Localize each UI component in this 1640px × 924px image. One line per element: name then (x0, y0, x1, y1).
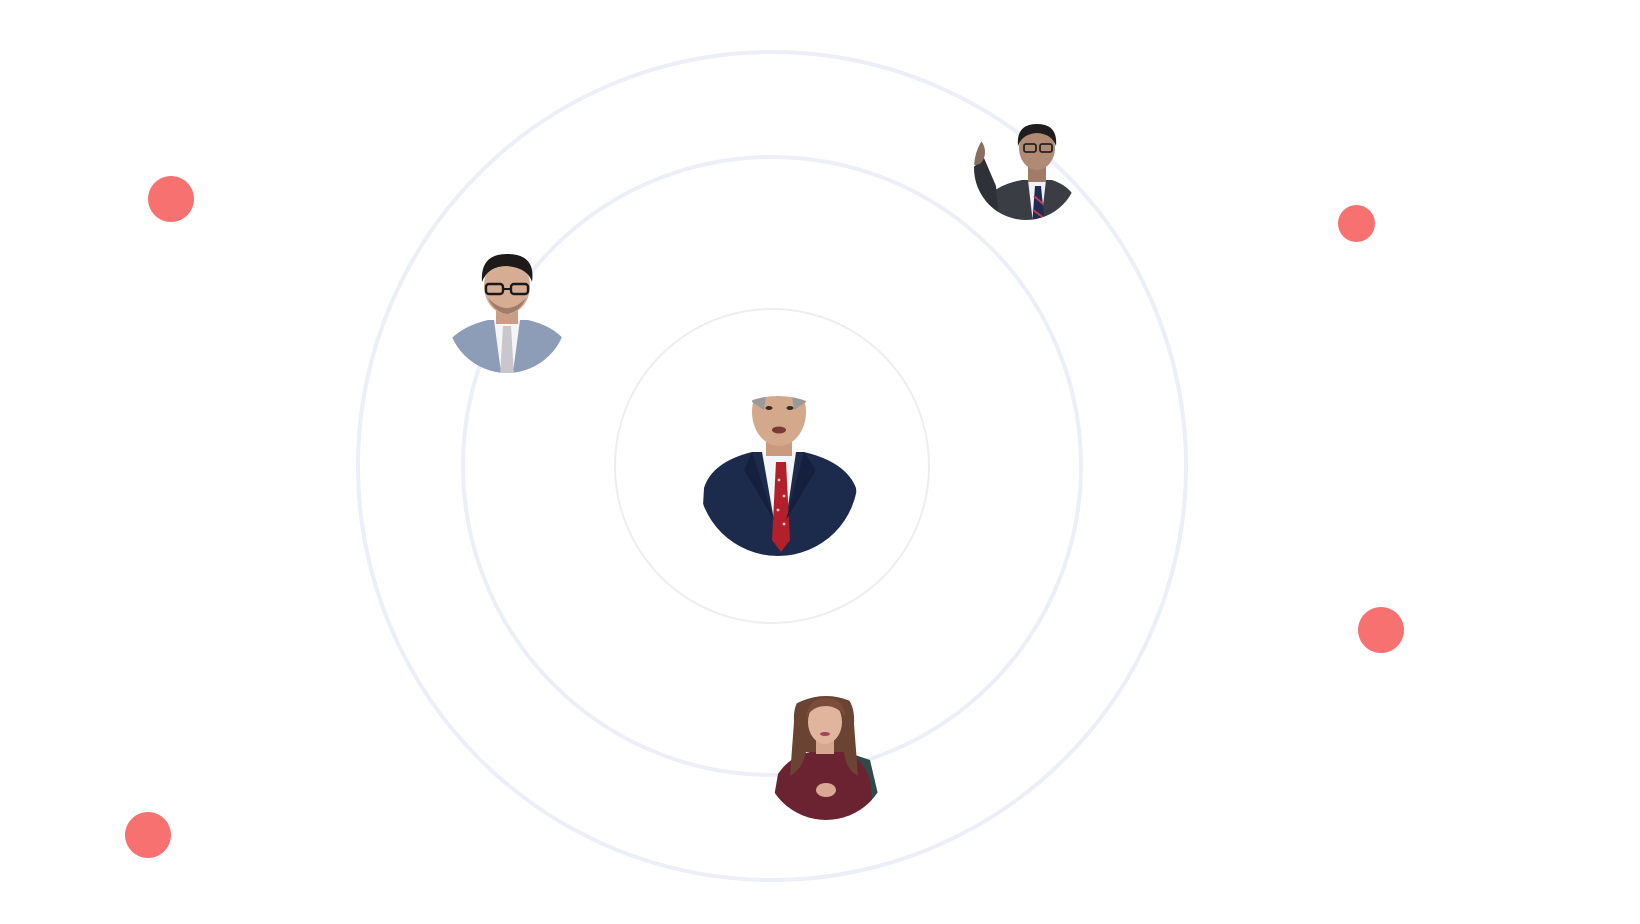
outer-orbit-ring (356, 50, 1188, 882)
accent-dot-middle-right (1358, 607, 1404, 653)
accent-dot-top-right (1338, 205, 1375, 242)
person-avatar-glasses (447, 254, 567, 373)
person-avatar-waving (974, 124, 1078, 220)
person-avatar-center (700, 396, 858, 556)
accent-dot-bottom-left (125, 812, 171, 858)
person-avatar-woman (770, 696, 884, 820)
inner-orbit-ring (614, 308, 930, 624)
accent-dot-top-left (148, 176, 194, 222)
middle-orbit-ring (461, 155, 1083, 777)
